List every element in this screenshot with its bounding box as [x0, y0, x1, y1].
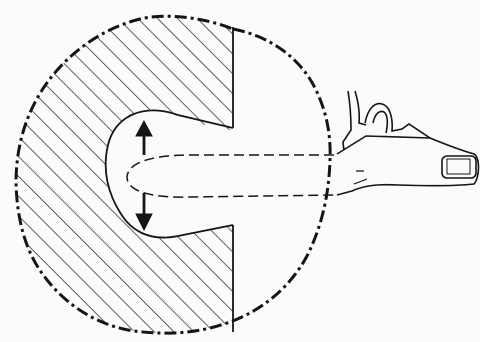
double-arrow-icon: [136, 121, 152, 230]
chainsaw-icon: [337, 91, 479, 195]
